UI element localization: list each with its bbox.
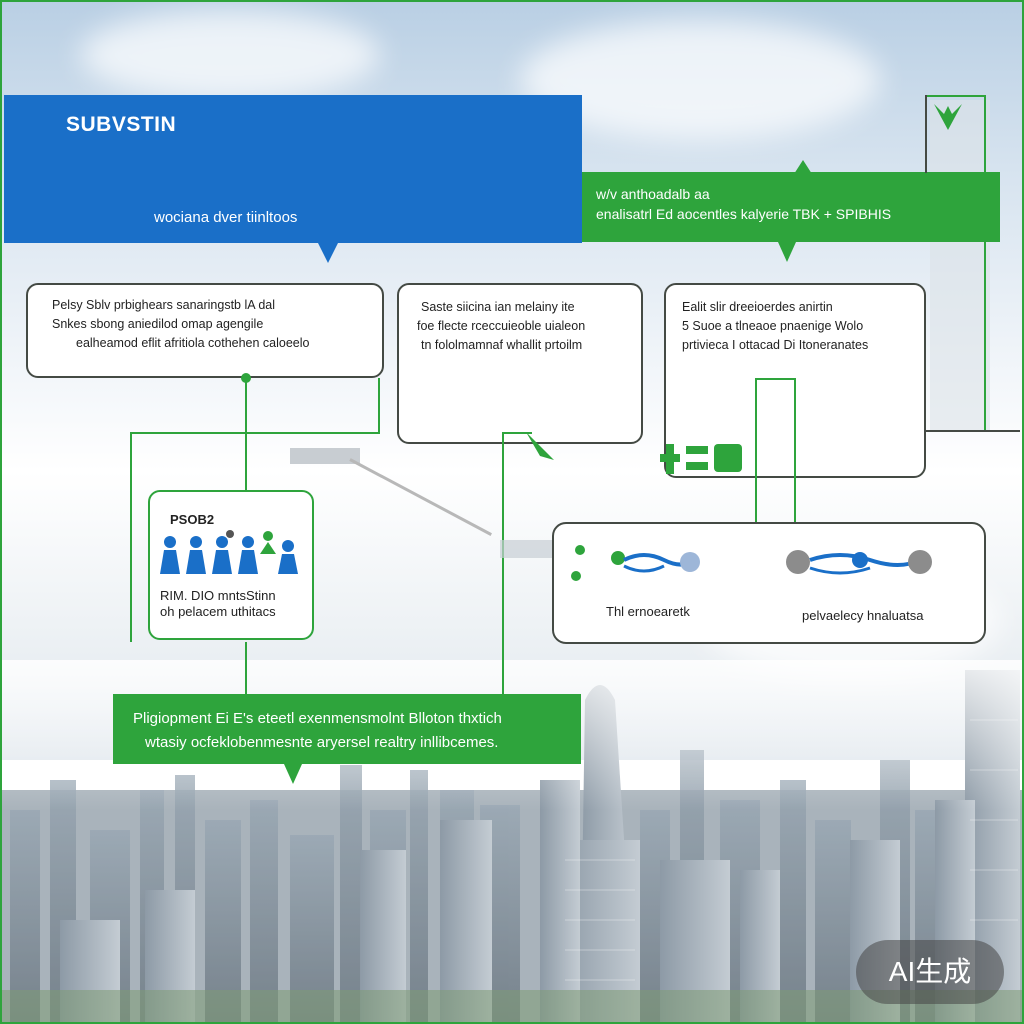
info-box-text: ealheamod eflit afritiola cothehen caloe… bbox=[76, 336, 310, 350]
title-banner: SUBVSTIN wociana dver tiinltoos bbox=[4, 95, 582, 243]
title-line-1: SUBVSTIN bbox=[66, 113, 177, 136]
connector-arrow bbox=[284, 764, 302, 784]
connector-line bbox=[925, 95, 986, 97]
connector-line bbox=[502, 432, 504, 694]
connector-line bbox=[984, 95, 986, 430]
info-box-text: prtivieca I ottacad Di Itoneranates bbox=[682, 338, 869, 352]
connector-line bbox=[130, 432, 132, 642]
info-box-top-left: Pelsy Sblv prbighears sanaringstb lA dal… bbox=[26, 283, 384, 378]
background-structure bbox=[930, 100, 990, 430]
connector-line bbox=[378, 378, 380, 434]
summary-line-2: wtasiy ocfeklobenmesnte aryersel realtry… bbox=[145, 734, 499, 751]
info-box-text: tn fololmamnaf whallit prtoilm bbox=[421, 338, 583, 352]
people-header: PSOB2 bbox=[170, 512, 215, 527]
cloud bbox=[80, 10, 380, 100]
network-left-icon bbox=[564, 536, 704, 596]
header-green-line-1: w/v anthoadalb aa bbox=[596, 186, 710, 202]
ai-generated-badge: AI生成 bbox=[856, 940, 1004, 1004]
city-skyline bbox=[0, 670, 1024, 1024]
info-box-top-middle: Saste siicina ian melainy ite foe flecte… bbox=[397, 283, 643, 444]
flow-line bbox=[500, 540, 560, 558]
info-box-network: Thl ernoearetk pelvaelecy hnaluatsa bbox=[552, 522, 986, 644]
connector-line bbox=[755, 378, 757, 524]
info-box-people: PSOB2 RIM. DIO mntsStinn oh pelacem uthi… bbox=[148, 490, 314, 640]
connector-line bbox=[755, 378, 795, 380]
header-green-tail bbox=[778, 242, 796, 262]
header-green-line-2: enalisatrl Ed aocentles kalyerie TBK + S… bbox=[596, 206, 892, 222]
summary-line-1: Pligiopment Ei E's eteetl exenmensmolnt … bbox=[133, 710, 502, 727]
connector-line bbox=[245, 642, 247, 694]
connector-line bbox=[925, 95, 927, 173]
connector-line bbox=[502, 432, 532, 434]
connector-line bbox=[926, 430, 1020, 432]
leaf-icon bbox=[930, 100, 966, 136]
info-box-text: 5 Suoe a tlneaoe pnaenige Wolo bbox=[682, 319, 864, 333]
people-group-icon bbox=[156, 528, 312, 576]
info-box-text: foe flecte rceccuieoble uialeon bbox=[417, 319, 586, 333]
summary-banner: Pligiopment Ei E's eteetl exenmensmolnt … bbox=[113, 694, 581, 764]
info-box-text: Saste siicina ian melainy ite bbox=[421, 300, 575, 314]
connector-line bbox=[130, 432, 380, 434]
header-green-tail bbox=[794, 160, 812, 174]
connector-line bbox=[245, 378, 247, 494]
info-box-text: Snkes sbong aniedilod omap agengile bbox=[52, 317, 264, 331]
title-banner-tail bbox=[318, 243, 338, 263]
people-label-line-1: RIM. DIO mntsStinn bbox=[160, 588, 276, 603]
network-label-right: pelvaelecy hnaluatsa bbox=[802, 608, 924, 623]
background-structure bbox=[290, 448, 360, 464]
network-right-icon bbox=[780, 536, 940, 596]
green-mark-icon bbox=[660, 442, 744, 484]
info-box-text: Ealit slir dreeioerdes anirtin bbox=[682, 300, 833, 314]
title-line-4: wociana dver tiinltoos bbox=[154, 209, 298, 226]
people-label-line-2: oh pelacem uthitacs bbox=[160, 604, 276, 619]
header-banner-green: w/v anthoadalb aa enalisatrl Ed aocentle… bbox=[582, 172, 1000, 242]
network-label-left: Thl ernoearetk bbox=[606, 604, 690, 619]
info-box-text: Pelsy Sblv prbighears sanaringstb lA dal bbox=[52, 298, 276, 312]
connector-line bbox=[794, 378, 796, 524]
leaf-icon bbox=[524, 430, 558, 464]
